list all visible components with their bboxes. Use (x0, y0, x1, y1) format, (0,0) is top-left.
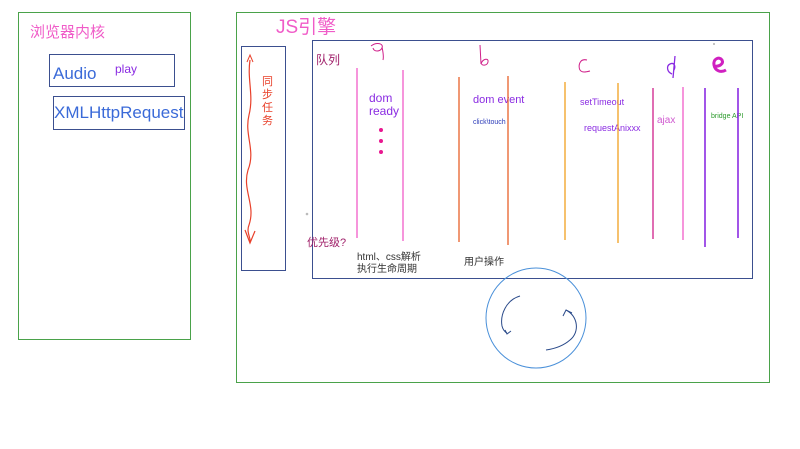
sync-task-dot (305, 212, 309, 216)
user-action-label: 用户操作 (464, 257, 504, 268)
audio-play-label: play (115, 62, 138, 76)
ajax-label: ajax (657, 115, 676, 126)
hand-dot-small (713, 43, 715, 45)
sync-task-arrow-head (244, 229, 256, 245)
dom-ready-line2: ready (369, 104, 400, 118)
sync-task-char-1: 同 (262, 76, 273, 88)
audio-box (49, 54, 175, 87)
ellipsis-dot-2 (379, 139, 383, 143)
ellipsis-dot-3 (379, 150, 383, 154)
dom-event-label: dom event (473, 94, 525, 106)
click-touch-label: click\touch (473, 119, 506, 126)
js-engine-title: JS引擎 (276, 17, 337, 38)
audio-label: Audio (53, 64, 97, 83)
queue-label: 队列 (316, 53, 341, 67)
xhr-box (53, 96, 185, 130)
hand-mark-d (666, 55, 676, 79)
event-loop-arrow-right-head (562, 309, 573, 317)
xhr-label: XMLHttpRequest (54, 103, 184, 122)
event-loop-circle (485, 267, 587, 369)
event-loop-arrow-right (545, 309, 577, 351)
html-parse-line1: html、css解析 (357, 252, 421, 263)
hand-mark-c (578, 59, 591, 73)
sync-task-box (241, 46, 286, 271)
html-parse-line2: 执行生命周期 (357, 264, 417, 275)
browser-kernel-title: 浏览器内核 (30, 24, 106, 41)
hand-mark-e (712, 56, 727, 73)
priority-label: 优先级? (307, 237, 347, 249)
sync-task-char-2: 步 (262, 89, 273, 101)
event-loop-arrow-left (501, 295, 521, 334)
browser-kernel-panel (18, 12, 191, 340)
event-loop-arrow-left-head (504, 329, 512, 335)
bridge-api-label: bridge API (711, 113, 744, 120)
hand-mark-b (479, 44, 489, 66)
queue-box (312, 40, 753, 279)
set-timeout-label: setTimeout (580, 97, 625, 107)
sync-task-char-3: 任 (262, 102, 273, 114)
request-anim-label: requestAnixxx (584, 123, 641, 133)
sync-task-arrow-top (246, 53, 254, 63)
sync-task-wavy-arrow (246, 59, 252, 243)
js-engine-panel (236, 12, 770, 383)
sync-task-char-4: 务 (262, 115, 273, 127)
hand-mark-a (370, 43, 384, 61)
ellipsis-dot-1 (379, 128, 383, 132)
dom-ready-line1: dom (369, 91, 393, 105)
